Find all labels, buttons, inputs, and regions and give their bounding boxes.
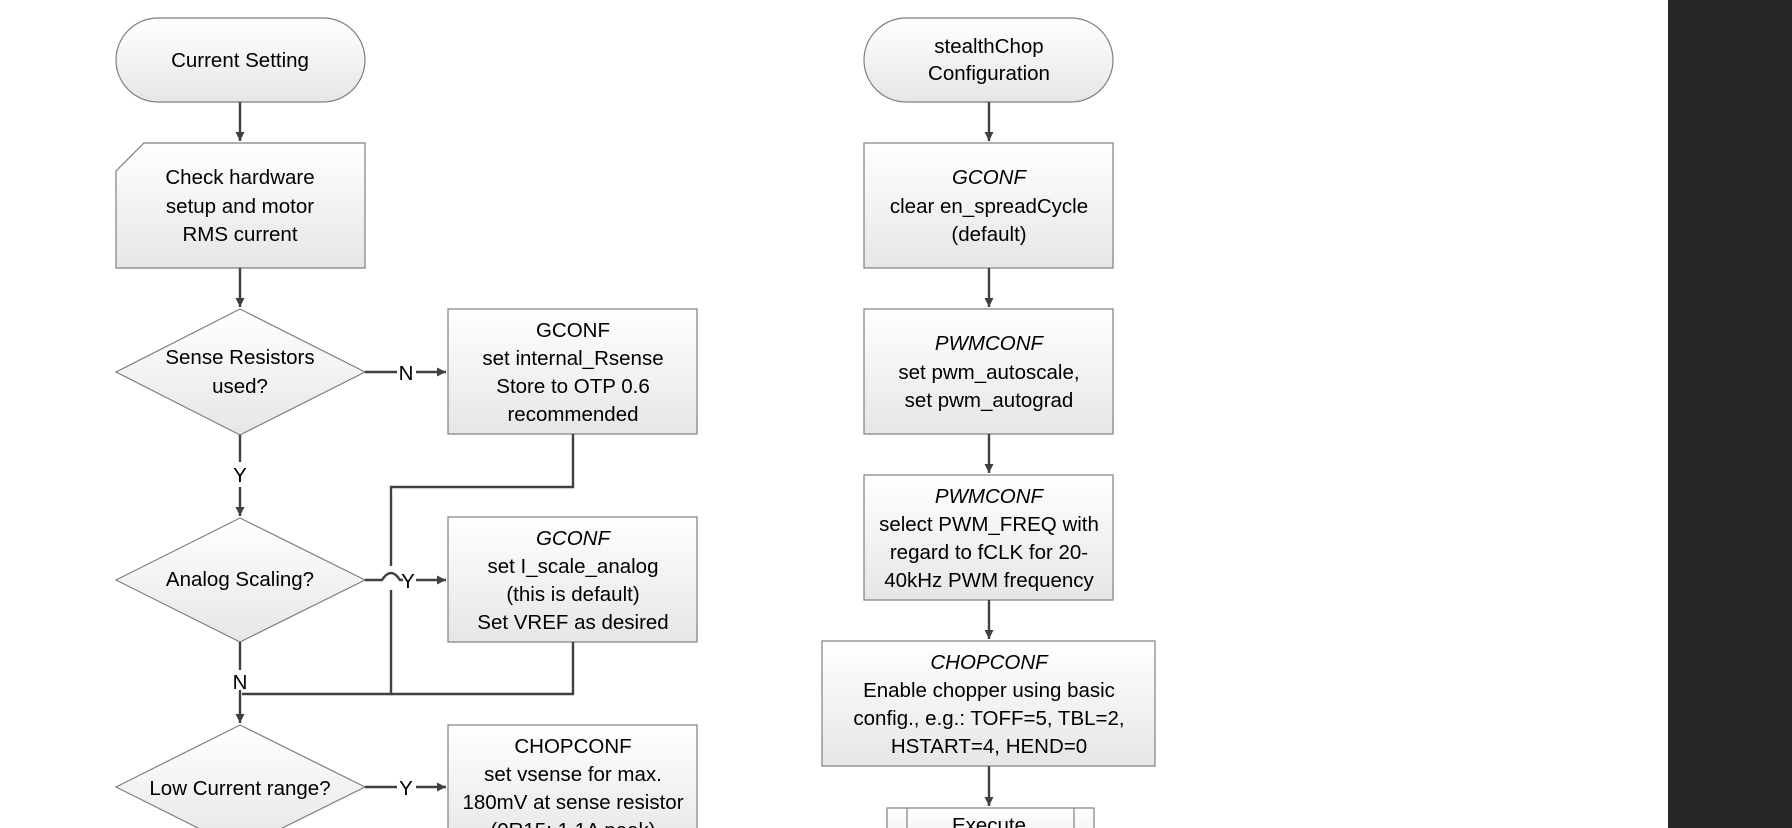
check-hardware-line-2: setup and motor [166, 195, 314, 218]
decision-sense-shape [114, 308, 367, 436]
left-flowchart [114, 17, 698, 828]
box-pwm1-line-1: PWMCONF [935, 332, 1045, 355]
box-analog-line-2: set I_scale_analog [488, 555, 659, 578]
box-pwm2-line-1: PWMCONF [935, 485, 1045, 508]
box-gconf-line-1: GCONF [952, 166, 1028, 189]
box-analog-line-3: (this is default) [506, 583, 639, 606]
box-gconf-shape [863, 142, 1114, 269]
left-texts: Current Setting Check hardware setup and… [149, 49, 683, 828]
check-hardware-line-3: RMS current [182, 223, 297, 246]
box-rsense-line-4: recommended [507, 403, 638, 426]
box-pwm1-line-2: set pwm_autoscale, [898, 361, 1079, 384]
dark-side-panel [1668, 0, 1792, 828]
box-vsense-line-3: 180mV at sense resistor [462, 791, 683, 814]
right-flowchart [821, 17, 1156, 828]
decision-sense-line-2: used? [212, 375, 268, 398]
box-scale-analog-shape [447, 516, 698, 643]
box-vsense-line-4: (0R15: 1.1A peak) [490, 819, 655, 828]
box-vsense-line-1: CHOPCONF [514, 735, 631, 758]
box-vsense-line-2: set vsense for max. [484, 763, 662, 786]
box-rsense-line-3: Store to OTP 0.6 [496, 375, 649, 398]
decision-sense-line-1: Sense Resistors [165, 346, 314, 369]
left-connectors [235, 102, 575, 792]
box-analog-line-1: GCONF [536, 527, 612, 550]
box-pwm2-line-2: select PWM_FREQ with [879, 513, 1099, 536]
check-hardware-line-1: Check hardware [165, 166, 314, 189]
box-pwmconf-freq-shape [863, 474, 1114, 601]
box-pwm1-line-3: set pwm_autograd [905, 389, 1074, 412]
box-rsense-line-1: GCONF [536, 319, 610, 342]
start-current-setting-label: Current Setting [171, 49, 309, 72]
label-sense-no: N [399, 362, 414, 385]
box-chop-line-1: CHOPCONF [930, 651, 1049, 674]
box-vsense-shape [447, 724, 698, 828]
box-internal-rsense-shape [447, 308, 698, 435]
label-sense-yes: Y [233, 464, 247, 487]
box-chop-line-3: config., e.g.: TOFF=5, TBL=2, [853, 707, 1124, 730]
box-execute-label: Execute [952, 814, 1026, 828]
stealthchop-line-1: stealthChop [934, 35, 1043, 58]
box-chopconf-shape [821, 640, 1156, 767]
label-analog-yes: Y [401, 570, 415, 593]
label-analog-no: N [233, 671, 248, 694]
right-texts: stealthChop Configuration GCONF clear en… [853, 35, 1124, 828]
label-low-yes: Y [399, 777, 413, 800]
box-pwm2-line-3: regard to fCLK for 20- [890, 541, 1088, 564]
decision-low-current-shape [114, 724, 367, 828]
decision-analog-label: Analog Scaling? [166, 568, 314, 591]
box-pwm2-line-4: 40kHz PWM frequency [884, 569, 1094, 592]
box-gconf-line-2: clear en_spreadCycle [890, 195, 1088, 218]
box-rsense-line-2: set internal_Rsense [482, 347, 663, 370]
connector-analog-yes-a [365, 571, 403, 582]
box-execute-shape [886, 807, 1095, 828]
box-chop-line-4: HSTART=4, HEND=0 [891, 735, 1087, 758]
start-stealthchop-shape [863, 17, 1114, 103]
decision-low-current-label: Low Current range? [149, 777, 330, 800]
box-chop-line-2: Enable chopper using basic [863, 679, 1115, 702]
box-gconf-line-3: (default) [951, 223, 1026, 246]
box-analog-line-4: Set VREF as desired [477, 611, 668, 634]
connector-analog-return [391, 642, 575, 696]
stealthchop-line-2: Configuration [928, 62, 1050, 85]
